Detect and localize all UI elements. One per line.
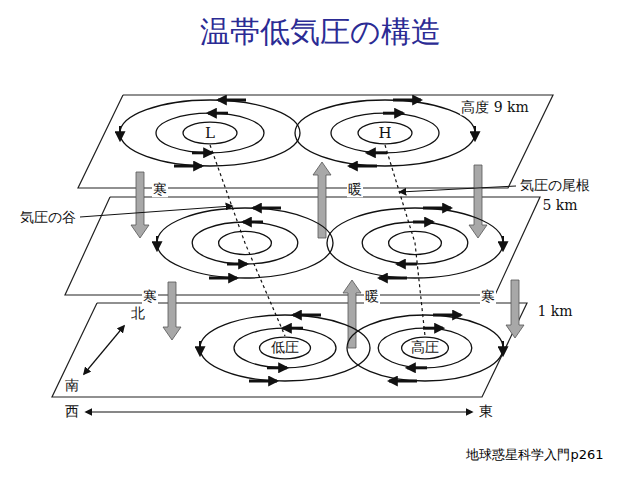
wind-arrow	[218, 99, 246, 102]
level-plane	[52, 303, 527, 397]
high-label: 高圧	[410, 340, 440, 355]
wind-arrow	[413, 221, 433, 224]
warm-label: 暖	[364, 289, 380, 304]
axis-line	[385, 145, 425, 336]
north-south-arrow	[84, 326, 124, 374]
sinking-air-arrow	[506, 280, 524, 338]
ridge-label: 気圧の尾根	[519, 178, 591, 193]
wind-arrow	[349, 165, 377, 168]
low-symbol: L	[204, 125, 216, 142]
low-isobar	[120, 100, 300, 166]
leader-line	[80, 206, 232, 217]
trough-label: 気圧の谷	[19, 210, 77, 225]
wind-arrow	[192, 151, 212, 154]
direction-label: 南	[64, 378, 80, 393]
wind-arrow	[433, 314, 461, 317]
title: 温帯低気圧の構造	[200, 12, 441, 53]
cold-label: 寒	[142, 289, 158, 304]
cold-label: 寒	[480, 289, 496, 304]
wind-arrow	[209, 277, 237, 280]
wind-arrow	[199, 341, 201, 355]
high-symbol: H	[377, 125, 392, 142]
low-isobar	[260, 337, 311, 359]
axis-line	[210, 145, 285, 336]
low-isobar	[234, 328, 336, 368]
wind-arrow	[267, 366, 287, 369]
wind-arrow	[502, 236, 504, 250]
low-isobar	[183, 122, 237, 144]
high-isobar	[402, 337, 449, 359]
wind-arrow	[502, 341, 504, 355]
low-isobar	[200, 315, 370, 381]
sinking-air-arrow	[131, 172, 149, 238]
sinking-air-arrow	[163, 282, 181, 340]
wind-arrow	[283, 327, 303, 330]
wind-arrow	[293, 314, 321, 317]
altitude-label: 1 km	[536, 304, 573, 319]
wind-arrow	[379, 277, 407, 280]
wind-arrow	[367, 151, 387, 154]
low-isobar	[156, 113, 264, 153]
low-label: 低圧	[270, 340, 300, 355]
wind-arrow	[227, 263, 247, 266]
warm-label: 暖	[347, 182, 363, 197]
wind-arrow	[383, 112, 403, 115]
altitude-label: 5 km	[541, 198, 578, 213]
wind-arrow	[174, 165, 202, 168]
west-east-arrow	[86, 411, 472, 412]
wind-arrow	[389, 380, 417, 383]
wind-arrow	[423, 207, 451, 210]
direction-label: 西	[64, 404, 80, 419]
wind-arrow	[119, 126, 121, 140]
wind-arrow	[397, 263, 417, 266]
wind-arrow	[156, 236, 158, 250]
wind-arrow	[393, 99, 421, 102]
rising-air-arrow	[343, 280, 361, 348]
wind-arrow	[243, 221, 263, 224]
caption: 地球惑星科学入門p261	[466, 446, 603, 464]
sinking-air-arrow	[469, 165, 487, 238]
high-isobar	[347, 315, 503, 381]
wind-arrow	[474, 126, 476, 140]
wind-arrow	[423, 327, 443, 330]
leader-line	[400, 186, 516, 192]
direction-label: 東	[478, 404, 494, 419]
wind-arrow	[249, 380, 277, 383]
direction-label: 北	[130, 306, 146, 321]
high-isobar	[358, 122, 412, 144]
wind-arrow	[407, 366, 427, 369]
wind-arrow	[208, 112, 228, 115]
high-isobar	[295, 100, 475, 166]
altitude-label: 高度 9 km	[460, 100, 530, 115]
cold-label: 寒	[152, 182, 168, 197]
wind-arrow	[253, 207, 281, 210]
